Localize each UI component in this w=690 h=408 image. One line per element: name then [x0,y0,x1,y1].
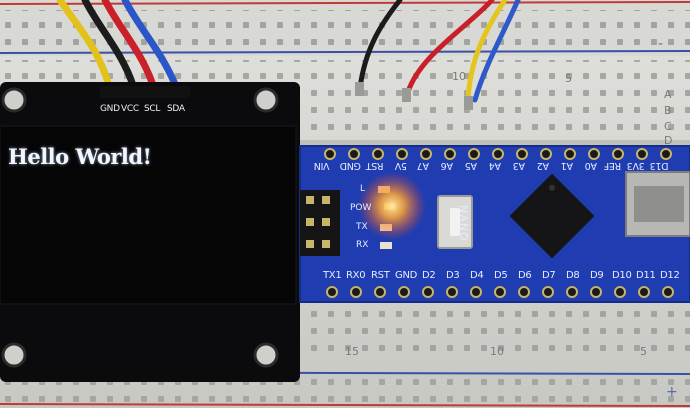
breadboard-number: 10 [490,345,504,358]
pin-label-gnd-bottom: GND [395,270,418,281]
wire-pin [355,82,364,96]
oled-mount-hole [253,342,279,368]
lower-terminal-holes [280,300,690,360]
led-label-l: L [360,184,366,194]
pin-label-vin: VIN [314,160,330,171]
breadboard-number: 5 [640,345,647,358]
pin-label-a4: A4 [489,160,501,171]
pin-label-d9: D9 [590,270,604,281]
pin-label-d13: D13 [650,160,669,171]
wire-black-nano [357,0,403,91]
oled-header [100,86,190,98]
pin-label-a7: A7 [417,160,429,171]
pin-label-rx0: RX0 [346,270,366,281]
pin-label-d6: D6 [518,270,532,281]
wire-pin [402,88,411,102]
nano-brand-label: NANO [457,205,470,242]
pin-label-d11: D11 [636,270,656,281]
pin-label-d3: D3 [446,270,460,281]
breadboard-number: 5 [565,72,572,85]
oled-pin-sda: SDA [167,104,185,114]
rail-plus-sign: + [666,384,678,400]
pin-label-d5: D5 [494,270,508,281]
oled-pin-vcc: VCC [121,104,139,114]
led-label-pow: POW [350,203,372,213]
oled-screen [0,125,297,305]
row-letter: C [664,120,672,133]
pin-label-ref: REF [604,160,622,171]
bottom-rail-holes [0,378,690,404]
row-letter: B [664,104,672,117]
pin-label-5v: 5V [395,160,407,171]
wire-yellow-oled [56,0,114,94]
oled-pin-gnd: GND [100,104,120,114]
breadboard-number: 15 [345,345,359,358]
pin-label-d12: D12 [660,270,680,281]
pin-label-a2: A2 [537,160,549,171]
pin-label-d4: D4 [470,270,484,281]
rail-red-line [0,1,690,5]
pin-label-rst-bottom: RST [371,270,390,281]
wire-blue-oled [121,0,182,96]
oled-mount-hole [1,87,27,113]
led-label-rx: RX [356,240,369,250]
led-glow [358,172,426,240]
reset-button-cap [450,208,460,236]
pin-label-a3: A3 [513,160,525,171]
wire-red-oled [101,0,159,96]
wire-pin [464,96,473,110]
rail-red-line-bottom [0,403,690,407]
pin-label-rst-top: RST [366,160,384,171]
row-letter: D [664,134,673,147]
row-letter: A [664,88,672,101]
atmega-chip [509,173,595,259]
pin-label-tx1: TX1 [323,270,342,281]
breadboard-number: 10 [452,70,466,83]
pin-label-d8: D8 [566,270,580,281]
pin-label-a6: A6 [441,160,453,171]
oled-display-text: Hello World! [8,144,152,169]
oled-pin-scl: SCL [144,104,161,114]
nano-top-pin-row [324,148,672,160]
pin-label-a0: A0 [585,160,597,171]
oled-mount-hole [253,87,279,113]
oled-mount-hole [1,342,27,368]
pin-label-d7: D7 [542,270,556,281]
pin-label-d2: D2 [422,270,436,281]
nano-bottom-pin-row [326,286,674,298]
wire-yellow-nano [465,0,508,103]
rail-minus-sign: - [658,36,664,52]
led-label-tx: TX [356,222,368,232]
wire-red-nano [405,0,495,95]
led-rx [380,242,392,249]
pin-label-d10: D10 [612,270,632,281]
pin-label-a1: A1 [561,160,573,171]
wire-blue-nano [472,0,521,103]
pin-label-gnd-top: GND [340,160,361,171]
pin-label-3v3: 3V3 [627,160,645,171]
wire-black-oled [81,0,139,96]
pin-label-a5: A5 [465,160,477,171]
